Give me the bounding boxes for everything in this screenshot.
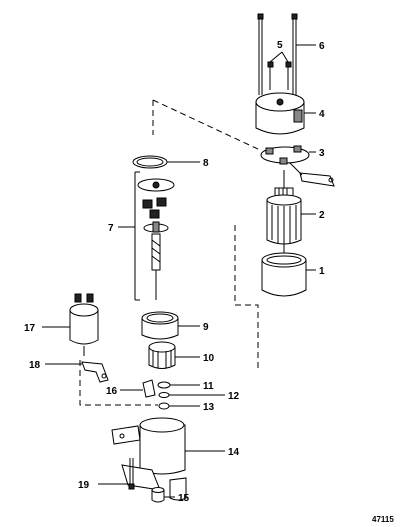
assembly-guide-lines — [79, 99, 261, 406]
callout-6: 6 — [319, 41, 325, 52]
through-bolts — [257, 13, 298, 95]
leader-lines — [42, 44, 316, 498]
callout-7: 7 — [108, 223, 114, 234]
callout-5: 5 — [277, 40, 283, 51]
callout-2: 2 — [319, 210, 325, 221]
solenoid — [69, 293, 99, 356]
brush-screws — [267, 61, 292, 90]
callout-14: 14 — [228, 447, 240, 458]
callout-13: 13 — [203, 402, 215, 413]
callout-12: 12 — [228, 391, 240, 402]
callout-4: 4 — [319, 109, 325, 120]
frame-housing — [261, 252, 307, 297]
drive-ring — [141, 311, 179, 340]
callout-8: 8 — [203, 158, 209, 169]
shift-lever — [142, 379, 156, 398]
callout-16: 16 — [106, 386, 118, 397]
plunger-fork — [81, 361, 109, 383]
callout-labels: 1 2 3 4 5 6 7 8 9 10 11 12 13 14 15 16 1… — [24, 40, 394, 524]
armature — [266, 170, 302, 255]
callout-15: 15 — [178, 493, 190, 504]
callout-3: 3 — [319, 148, 325, 159]
washers — [157, 381, 171, 410]
bushing — [151, 487, 165, 503]
callout-9: 9 — [203, 322, 209, 333]
brush-plate — [260, 145, 335, 187]
callout-19: 19 — [78, 480, 90, 491]
gear-assembly — [134, 171, 175, 301]
pinion-drive — [148, 341, 176, 369]
callout-1: 1 — [319, 266, 325, 277]
callout-17: 17 — [24, 323, 36, 334]
callout-18: 18 — [29, 360, 41, 371]
end-cap — [255, 92, 305, 135]
mounting-screw — [128, 458, 135, 490]
drive-end-housing — [111, 417, 187, 501]
o-ring — [132, 155, 168, 169]
callout-10: 10 — [203, 353, 215, 364]
figure-reference-number: 47115 — [372, 515, 394, 524]
callout-11: 11 — [203, 381, 214, 392]
